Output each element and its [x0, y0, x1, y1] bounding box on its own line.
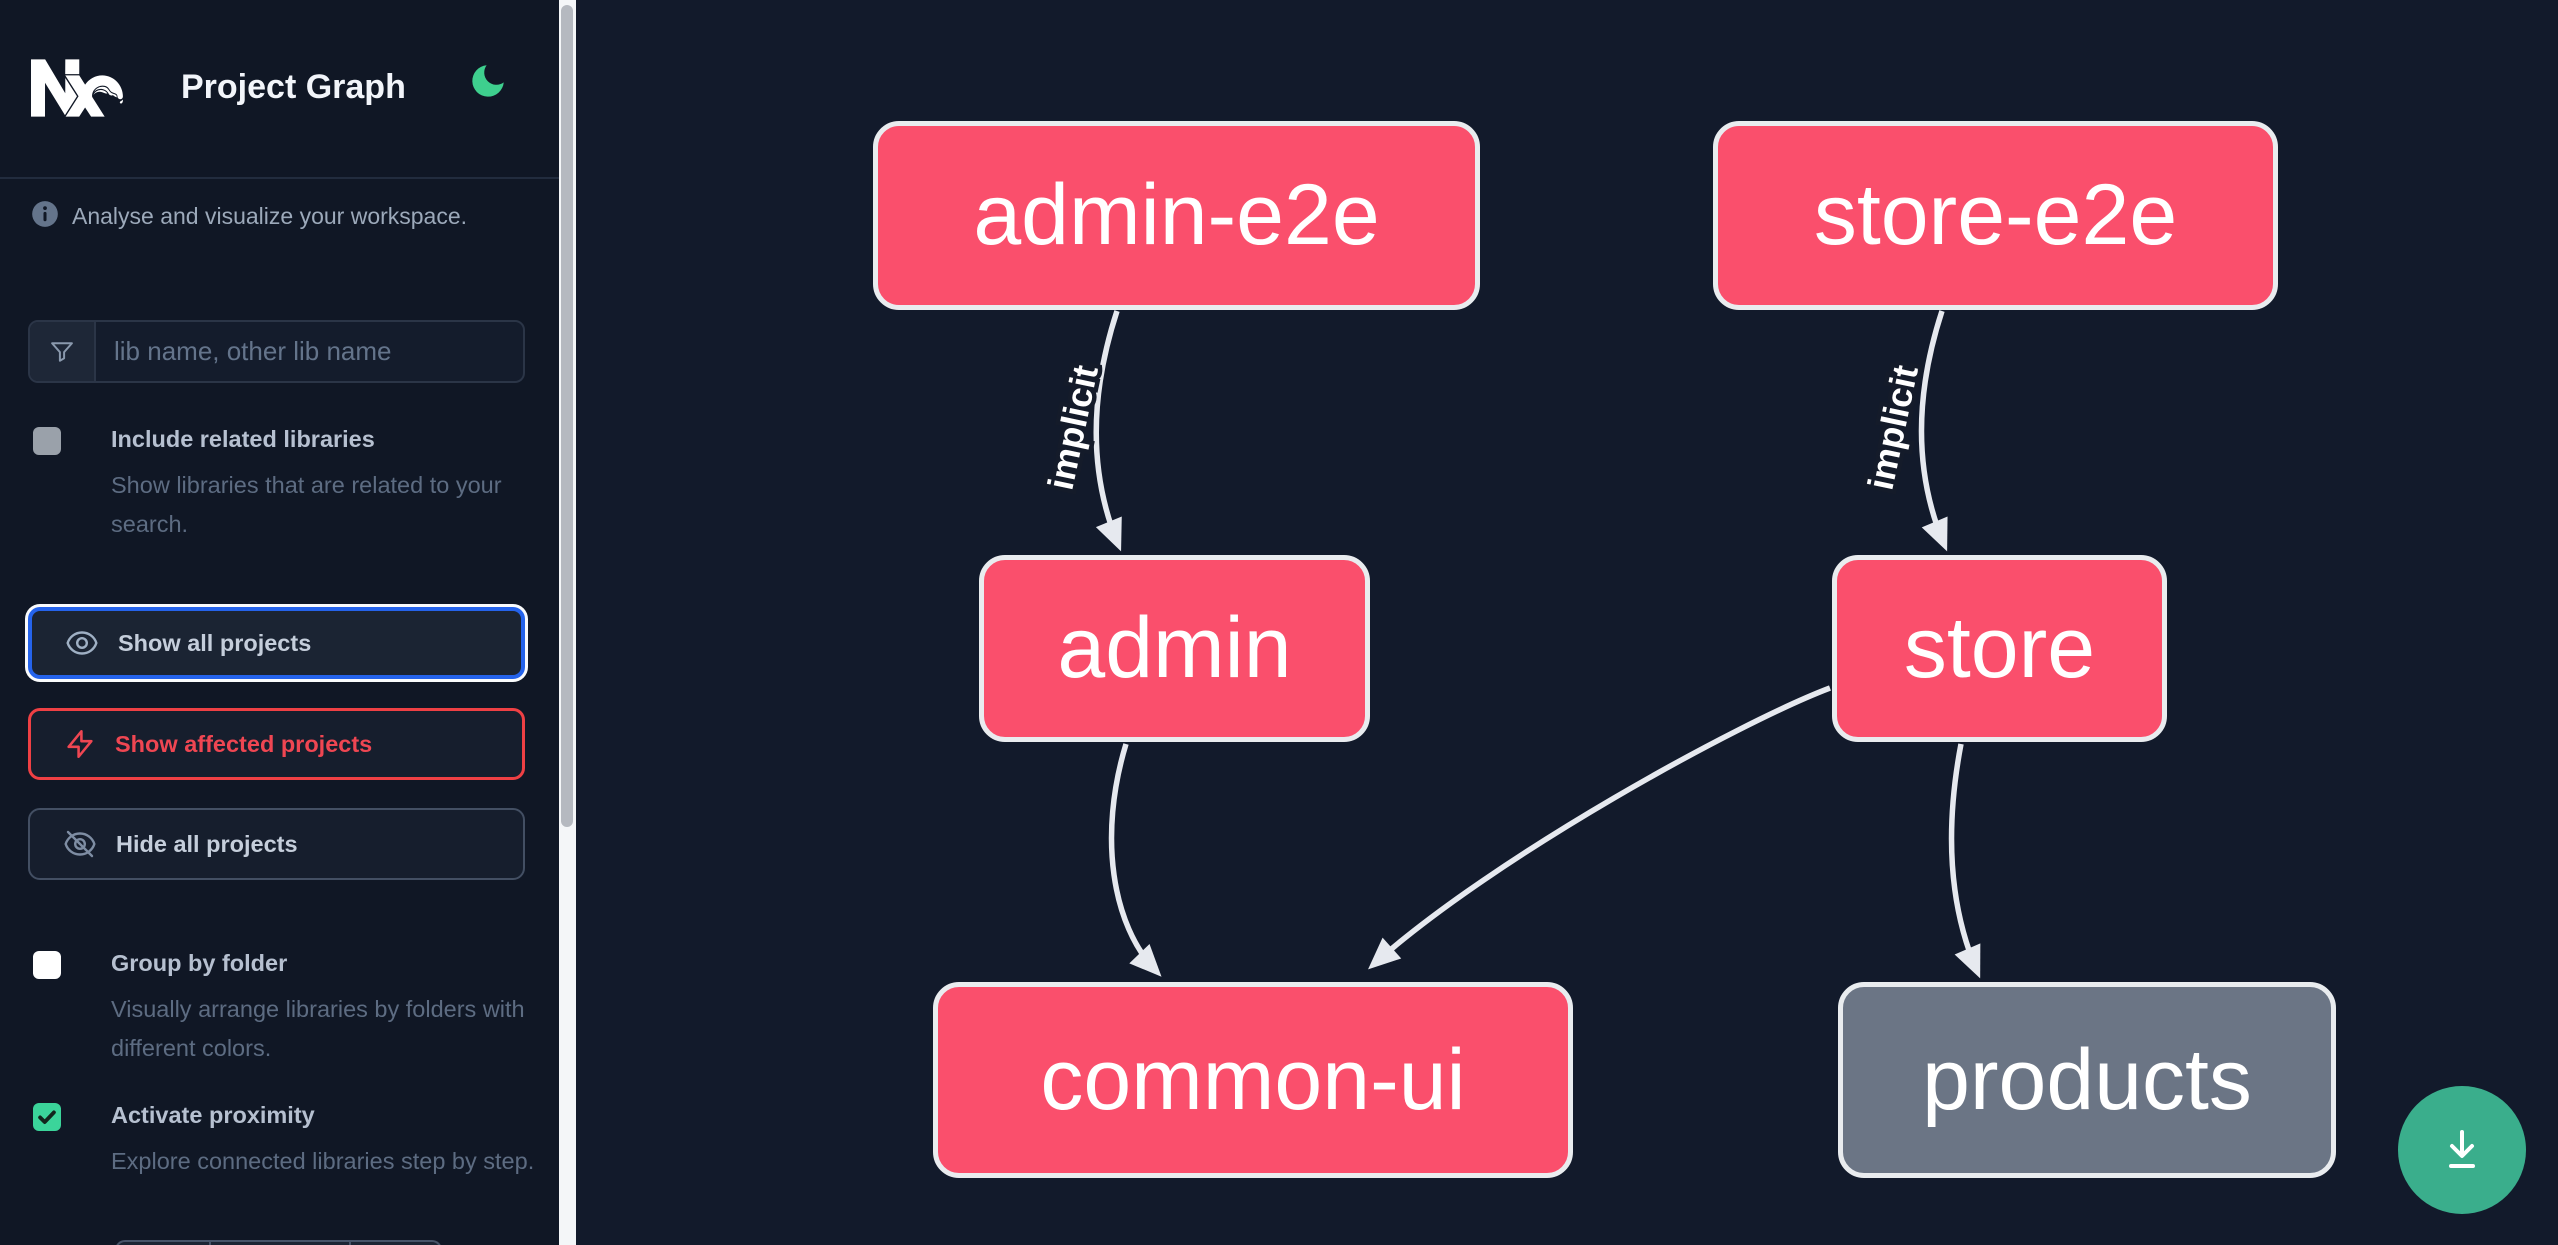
- hide-all-projects-button[interactable]: Hide all projects: [28, 808, 525, 880]
- graph-node-common-ui[interactable]: common-ui: [933, 982, 1573, 1178]
- show-all-projects-button[interactable]: Show all projects: [28, 607, 525, 679]
- node-label: products: [1922, 1031, 2252, 1128]
- page-title: Project Graph: [181, 68, 406, 106]
- theme-toggle-button[interactable]: [466, 60, 510, 104]
- sidebar: Project Graph Analyse and visualize your…: [0, 0, 559, 1245]
- activate-proximity-label: Activate proximity: [111, 1102, 315, 1128]
- download-graph-button[interactable]: [2398, 1086, 2526, 1214]
- node-label: admin: [1057, 600, 1292, 696]
- show-affected-projects-label: Show affected projects: [115, 730, 373, 757]
- search-input[interactable]: [96, 322, 523, 381]
- graph-node-store-e2e[interactable]: store-e2e: [1713, 121, 2278, 310]
- edge-store-e2e-store[interactable]: [1918, 310, 1948, 552]
- moon-icon: [472, 65, 504, 97]
- edge-admin-common-ui[interactable]: [1108, 743, 1162, 977]
- filter-icon-cell: [30, 322, 96, 381]
- project-filter: [28, 320, 525, 383]
- hide-all-projects-label: Hide all projects: [116, 830, 298, 857]
- info-icon: [32, 201, 58, 227]
- eye-off-icon: [64, 830, 96, 858]
- funnel-icon: [51, 341, 73, 362]
- node-label: store-e2e: [1813, 167, 2178, 263]
- scrollbar-thumb[interactable]: [561, 5, 573, 827]
- edge-label-implicit: implicit: [1860, 362, 1926, 494]
- graph-node-products[interactable]: products: [1838, 982, 2336, 1178]
- group-by-folder-checkbox[interactable]: [33, 951, 61, 979]
- segment-divider: [209, 1242, 211, 1245]
- group-by-folder-description: Visually arrange libraries by folders wi…: [111, 996, 525, 1061]
- nx-logo: [31, 59, 124, 117]
- lightning-icon: [67, 729, 93, 759]
- show-affected-projects-button[interactable]: Show affected projects: [28, 708, 525, 780]
- sidebar-scrollbar[interactable]: [559, 0, 576, 1245]
- activate-proximity-description: Explore connected libraries step by step…: [111, 1148, 535, 1174]
- graph-node-admin[interactable]: admin: [979, 555, 1370, 742]
- edge-store-products[interactable]: [1948, 743, 1981, 979]
- include-related-description: Show libraries that are related to your …: [111, 472, 502, 537]
- graph-node-store[interactable]: store: [1832, 555, 2167, 742]
- graph-node-admin-e2e[interactable]: admin-e2e: [873, 121, 1480, 310]
- header-divider: [0, 177, 559, 179]
- eye-icon: [66, 631, 98, 655]
- show-all-projects-label: Show all projects: [118, 629, 312, 656]
- include-related-checkbox[interactable]: [33, 427, 61, 455]
- segment-divider: [349, 1242, 351, 1245]
- edge-store-common-ui[interactable]: [1368, 685, 1831, 970]
- node-label: common-ui: [1040, 1031, 1466, 1128]
- check-icon: [38, 1110, 56, 1124]
- info-text: Analyse and visualize your workspace.: [72, 203, 468, 229]
- include-related-label: Include related libraries: [111, 426, 375, 452]
- download-icon: [2449, 1130, 2475, 1168]
- edge-admin-e2e-admin[interactable]: [1093, 310, 1122, 552]
- workspace-info: Analyse and visualize your workspace.: [31, 200, 467, 231]
- node-label: store: [1903, 600, 2096, 696]
- node-label: admin-e2e: [973, 167, 1380, 263]
- group-by-folder-label: Group by folder: [111, 950, 288, 976]
- activate-proximity-checkbox[interactable]: [33, 1103, 61, 1131]
